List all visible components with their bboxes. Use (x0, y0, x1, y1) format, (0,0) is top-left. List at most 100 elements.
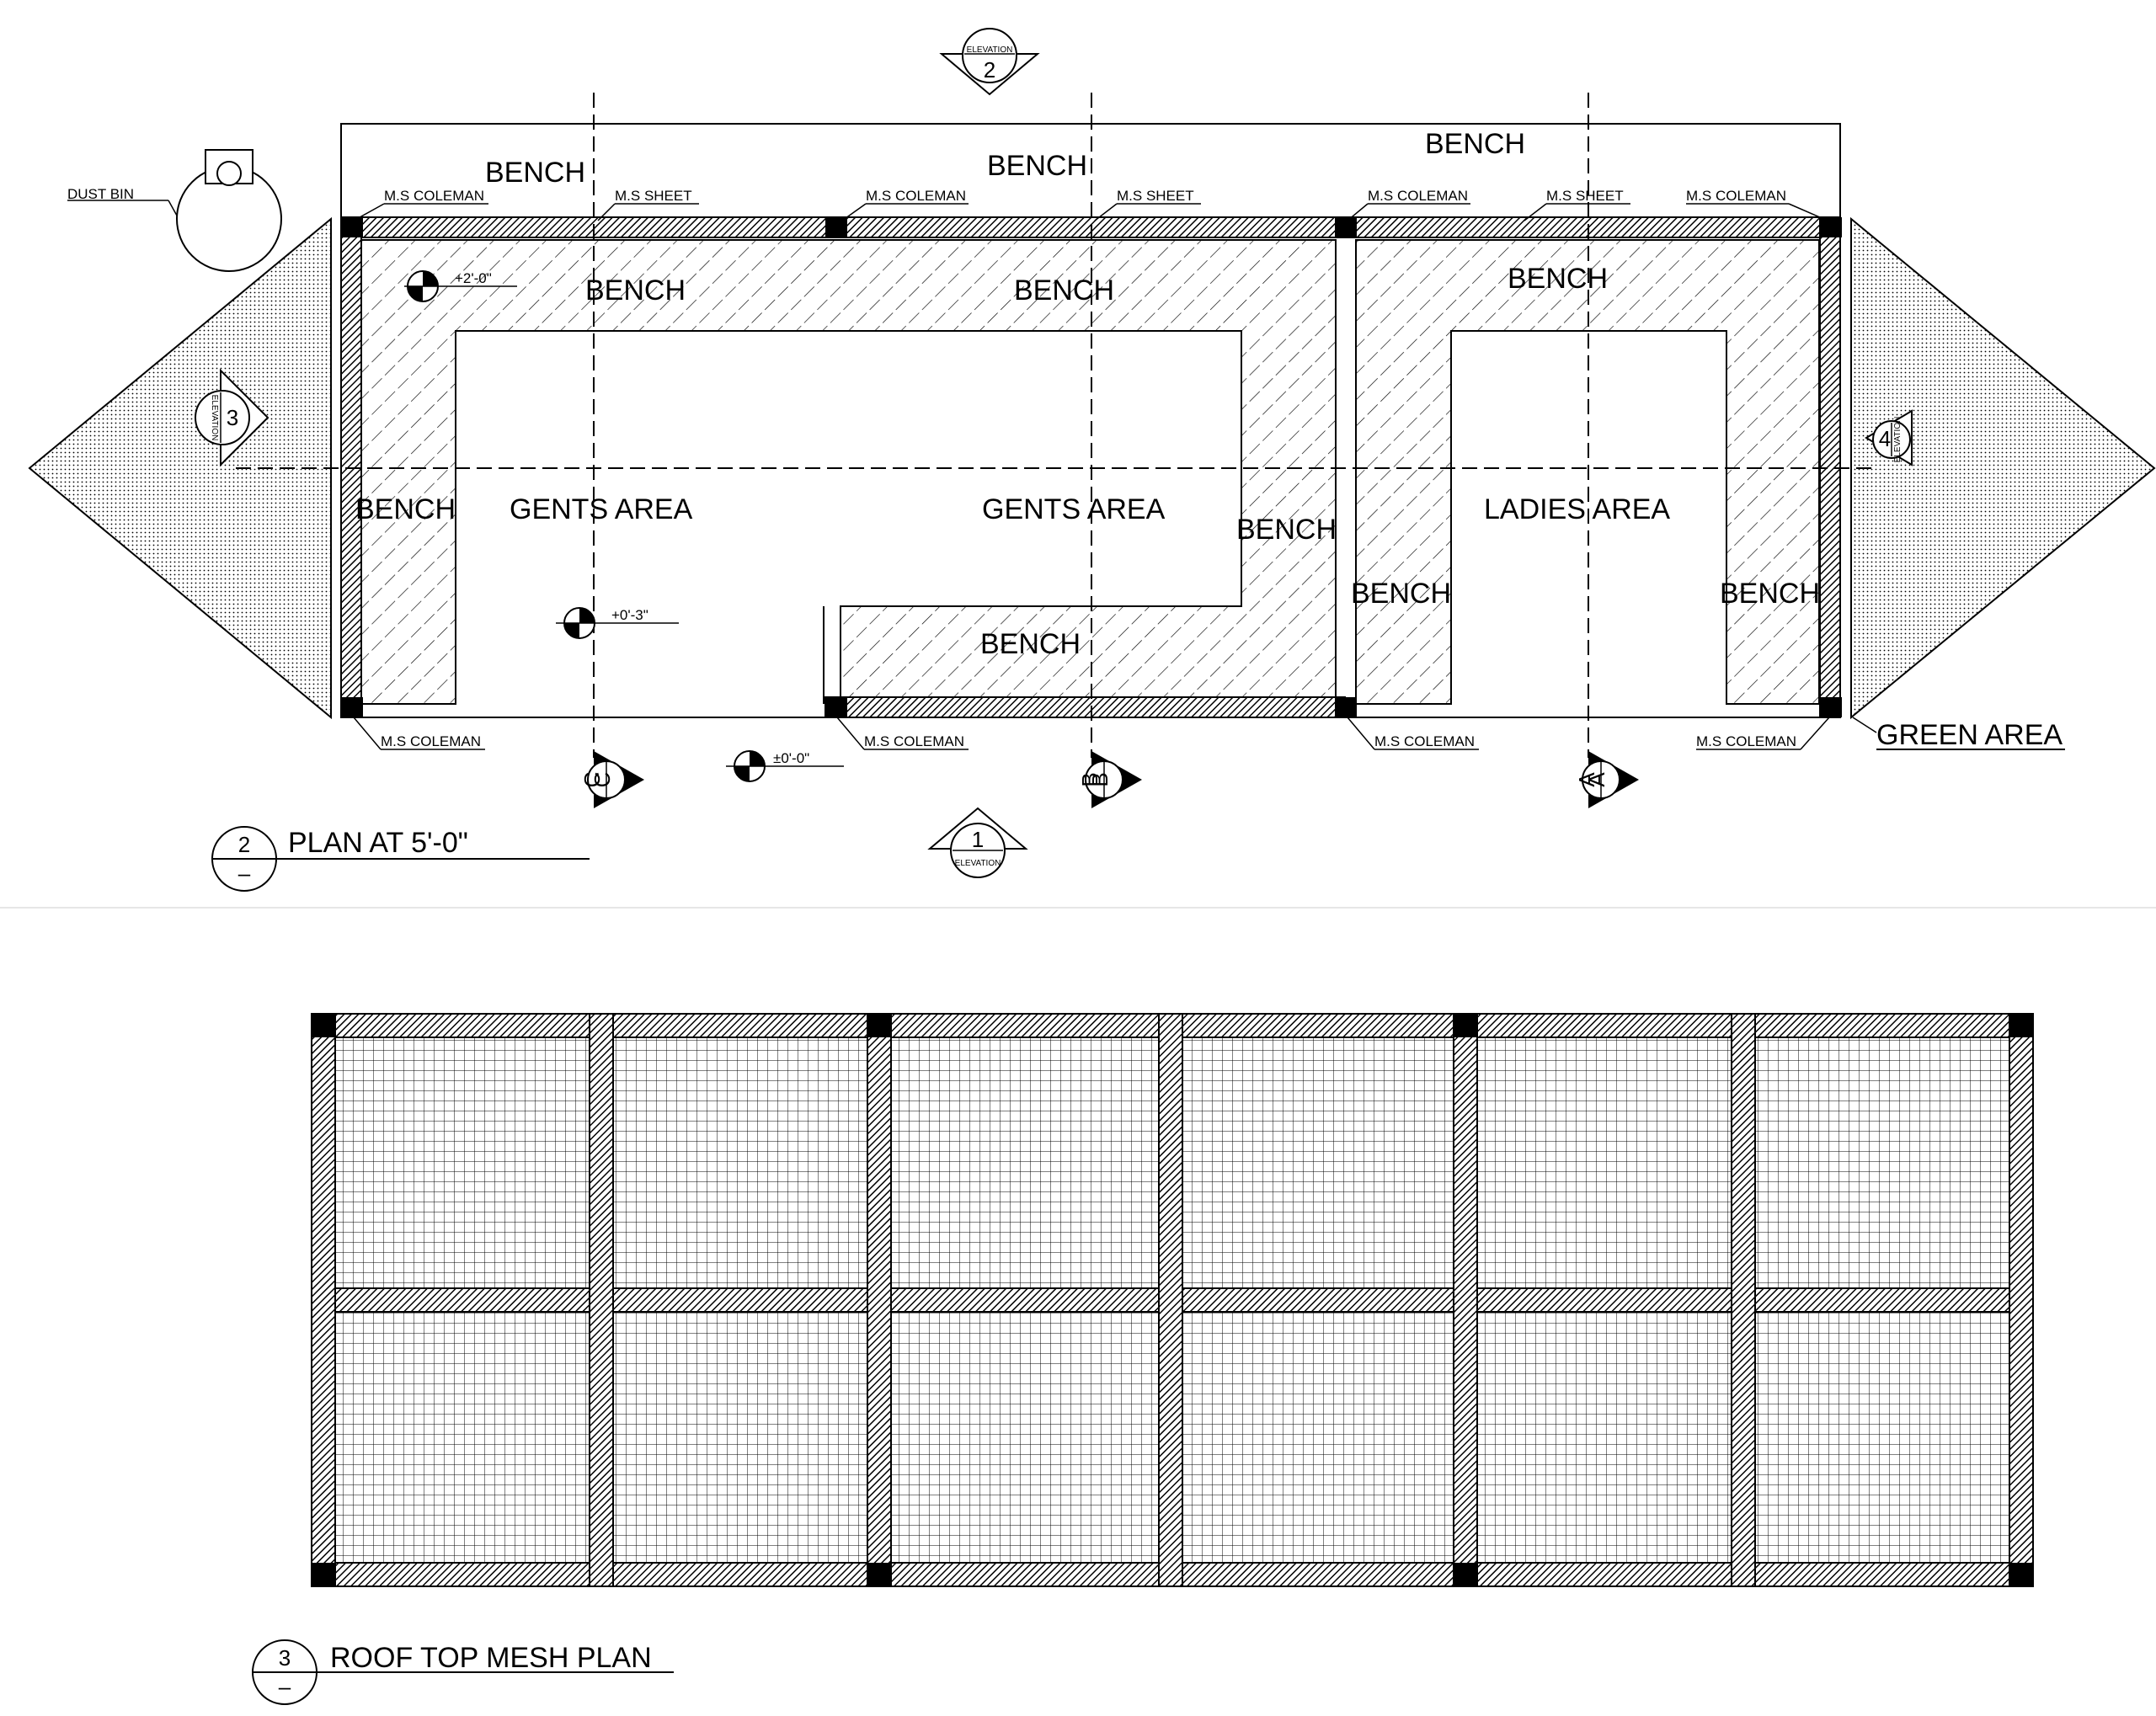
column (341, 217, 363, 237)
svg-text:B: B (1077, 772, 1102, 786)
roof-column (1454, 1014, 1477, 1037)
gents-area-label: GENTS AREA (982, 493, 1166, 525)
dust-bin-leader (168, 200, 178, 216)
bench-label: BENCH (1351, 578, 1451, 610)
bench-label: BENCH (980, 628, 1081, 660)
svg-text:4: 4 (1879, 426, 1891, 451)
mesh-panel (1754, 1311, 2010, 1564)
bench-label: BENCH (1720, 578, 1820, 610)
column (1335, 697, 1357, 717)
ms-coleman-label: M.S COLEMAN (1686, 188, 1786, 204)
svg-text:1: 1 (972, 827, 984, 852)
roof-title-number: 3 (279, 1645, 291, 1671)
svg-text:3: 3 (227, 405, 238, 430)
column (825, 217, 847, 237)
elevation-marker-3: 3 ELEVATION (195, 368, 270, 467)
svg-text:ELEVATION: ELEVATION (1893, 417, 1903, 463)
column (341, 697, 363, 717)
dust-bin-label: DUST BIN (67, 186, 134, 202)
svg-text:A: A (1574, 772, 1599, 787)
frame-vertical (1731, 1013, 1756, 1587)
frame-right (2009, 1013, 2034, 1587)
svg-text:C: C (590, 772, 615, 788)
bench-label: BENCH (1014, 274, 1114, 306)
column (825, 697, 847, 717)
mesh-panel (334, 1037, 590, 1289)
level-value: +2'-0" (455, 270, 492, 286)
level-marker: +2'-0" (404, 270, 517, 302)
ms-coleman-label: M.S COLEMAN (1374, 733, 1475, 749)
ms-coleman-label: M.S COLEMAN (1368, 188, 1468, 204)
bench-zone-gents (360, 239, 1337, 705)
mesh-panel (1182, 1311, 1454, 1564)
elevation-marker-2: ELEVATION 2 (939, 28, 1040, 96)
green-area-label: GREEN AREA (1876, 719, 2063, 751)
ms-coleman-label: M.S COLEMAN (866, 188, 966, 204)
mesh-panel (890, 1037, 1160, 1289)
bench-label: BENCH (585, 274, 686, 306)
roof-column (2009, 1014, 2033, 1037)
svg-text:ELEVATION: ELEVATION (210, 395, 219, 441)
svg-text:2: 2 (984, 57, 995, 83)
gents-area-label: GENTS AREA (510, 493, 693, 525)
plan-title-number: 2 (238, 832, 250, 857)
roof-column (312, 1014, 335, 1037)
elevation-marker-4: 4 ELEVATION (1865, 409, 1913, 466)
column (1335, 217, 1357, 237)
level-marker: ±0'-0" (726, 750, 844, 782)
level-value: +0'-3" (611, 607, 648, 623)
mesh-panel (1476, 1311, 1732, 1564)
column (1820, 217, 1842, 237)
plan-title-block: 2 – PLAN AT 5'-0" (211, 826, 590, 892)
svg-text:ELEVATION: ELEVATION (967, 45, 1013, 55)
mesh-panel (1754, 1037, 2010, 1289)
green-area-right (1850, 216, 2156, 720)
green-area-leader (1852, 717, 1877, 733)
frame-vertical (589, 1013, 614, 1587)
roof-column (1454, 1563, 1477, 1586)
ms-sheet-label: M.S SHEET (1117, 188, 1194, 204)
roof-title: ROOF TOP MESH PLAN (330, 1642, 652, 1674)
ms-sheet-label: M.S SHEET (615, 188, 692, 204)
roof-column (312, 1563, 335, 1586)
svg-text:ELEVATION: ELEVATION (955, 859, 1001, 868)
mesh-panel (890, 1311, 1160, 1564)
roof-title-sub: – (279, 1674, 291, 1699)
bench-label: BENCH (987, 150, 1087, 182)
mesh-panel (1476, 1037, 1732, 1289)
floor-plan: DUST BIN BENCH BENCH BENCH BENCH BENCH B… (28, 28, 2156, 892)
wall-bottom-middle (825, 696, 1346, 718)
mesh-panel (334, 1311, 590, 1564)
level-value: ±0'-0" (773, 750, 809, 766)
ms-coleman-label: M.S COLEMAN (381, 733, 481, 749)
bench-label: BENCH (1508, 263, 1608, 295)
roof-title-block: 3 – ROOF TOP MESH PLAN (252, 1639, 674, 1705)
plan-title: PLAN AT 5'-0" (288, 827, 468, 859)
ms-sheet-label: M.S SHEET (1546, 188, 1624, 204)
ms-coleman-label: M.S COLEMAN (1696, 733, 1796, 749)
roof-mesh-plan: 3 – ROOF TOP MESH PLAN (252, 1013, 2034, 1705)
ms-coleman-label: M.S COLEMAN (864, 733, 964, 749)
bench-label: BENCH (1236, 514, 1337, 546)
roof-column (867, 1563, 891, 1586)
bench-label: BENCH (485, 157, 585, 189)
bench-label: BENCH (1425, 128, 1525, 160)
ladies-area-label: LADIES AREA (1484, 493, 1670, 525)
section-marker-a: A A (1574, 751, 1639, 808)
bench-label: BENCH (355, 493, 456, 525)
svg-text:A: A (1584, 772, 1609, 787)
bottom-leaders (353, 717, 1830, 750)
roof-column (867, 1014, 891, 1037)
mesh-panel (1182, 1037, 1454, 1289)
elevation-marker-1: 1 ELEVATION (927, 807, 1028, 878)
frame-vertical (867, 1013, 892, 1587)
dust-bin-symbol (176, 149, 282, 272)
mesh-panel (612, 1037, 868, 1289)
plan-title-sub: – (238, 861, 251, 886)
top-leaders (353, 203, 1828, 221)
roof-column (2009, 1563, 2033, 1586)
section-marker-b: B B (1077, 751, 1142, 808)
frame-vertical (1158, 1013, 1183, 1587)
section-marker-c: C C (579, 751, 644, 808)
